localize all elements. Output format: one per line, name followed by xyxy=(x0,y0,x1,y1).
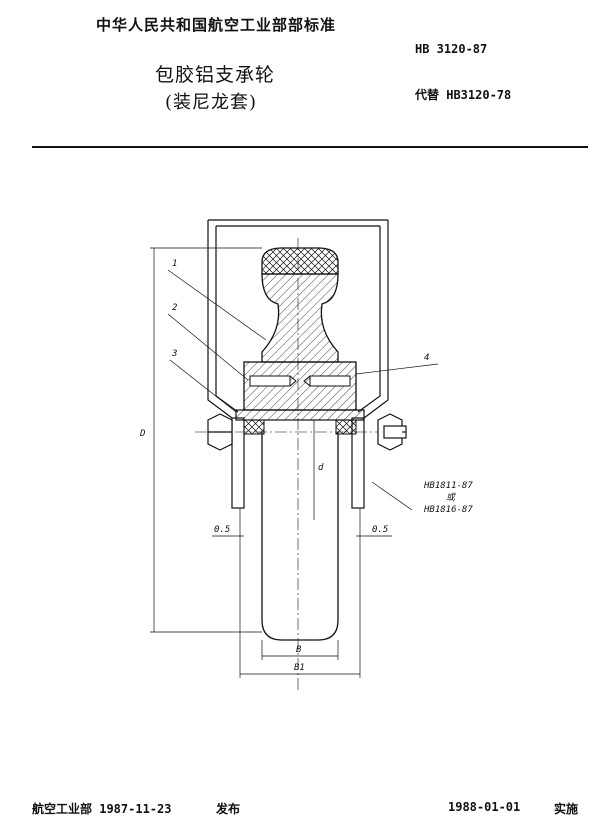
dim-d-label: d xyxy=(318,463,324,473)
issuer-date: 航空工业部 1987-11-23 xyxy=(32,802,172,816)
issuing-organization: 中华人民共和国航空工业部部标准 xyxy=(96,16,337,34)
bearing-ref-or: 或 xyxy=(446,492,456,503)
dim-B1-label: B1 xyxy=(294,663,305,673)
callout-3: 3 xyxy=(171,349,177,359)
replaces-standard: 代替 HB3120-78 xyxy=(415,88,512,102)
aluminium-hub xyxy=(235,361,365,435)
rubber-tyre xyxy=(261,247,339,641)
document-title: 包胶铝支承轮 xyxy=(155,64,276,86)
bearing-ref-2: HB1816-87 xyxy=(423,505,473,515)
callout-1: 1 xyxy=(172,259,177,269)
callout-2: 2 xyxy=(172,303,177,313)
axle-hardware xyxy=(207,413,407,451)
dim-B-label: B xyxy=(296,645,302,655)
dim-gap-left: 0.5 xyxy=(214,525,230,535)
callout-leaders xyxy=(167,269,439,511)
dim-D-label: D xyxy=(139,429,145,439)
document-subtitle: (装尼龙套) xyxy=(165,92,258,113)
header-rule xyxy=(32,146,588,148)
effective-date: 1988-01-01 xyxy=(448,800,521,814)
effective-word: 实施 xyxy=(554,802,579,816)
callout-4: 4 xyxy=(424,353,429,363)
dim-gap-right: 0.5 xyxy=(372,525,388,535)
standard-number: HB 3120-87 xyxy=(415,42,488,56)
issue-word: 发布 xyxy=(216,802,241,816)
dimension-lines xyxy=(150,247,392,678)
bearing-ref-1: HB1811-87 xyxy=(423,481,473,491)
